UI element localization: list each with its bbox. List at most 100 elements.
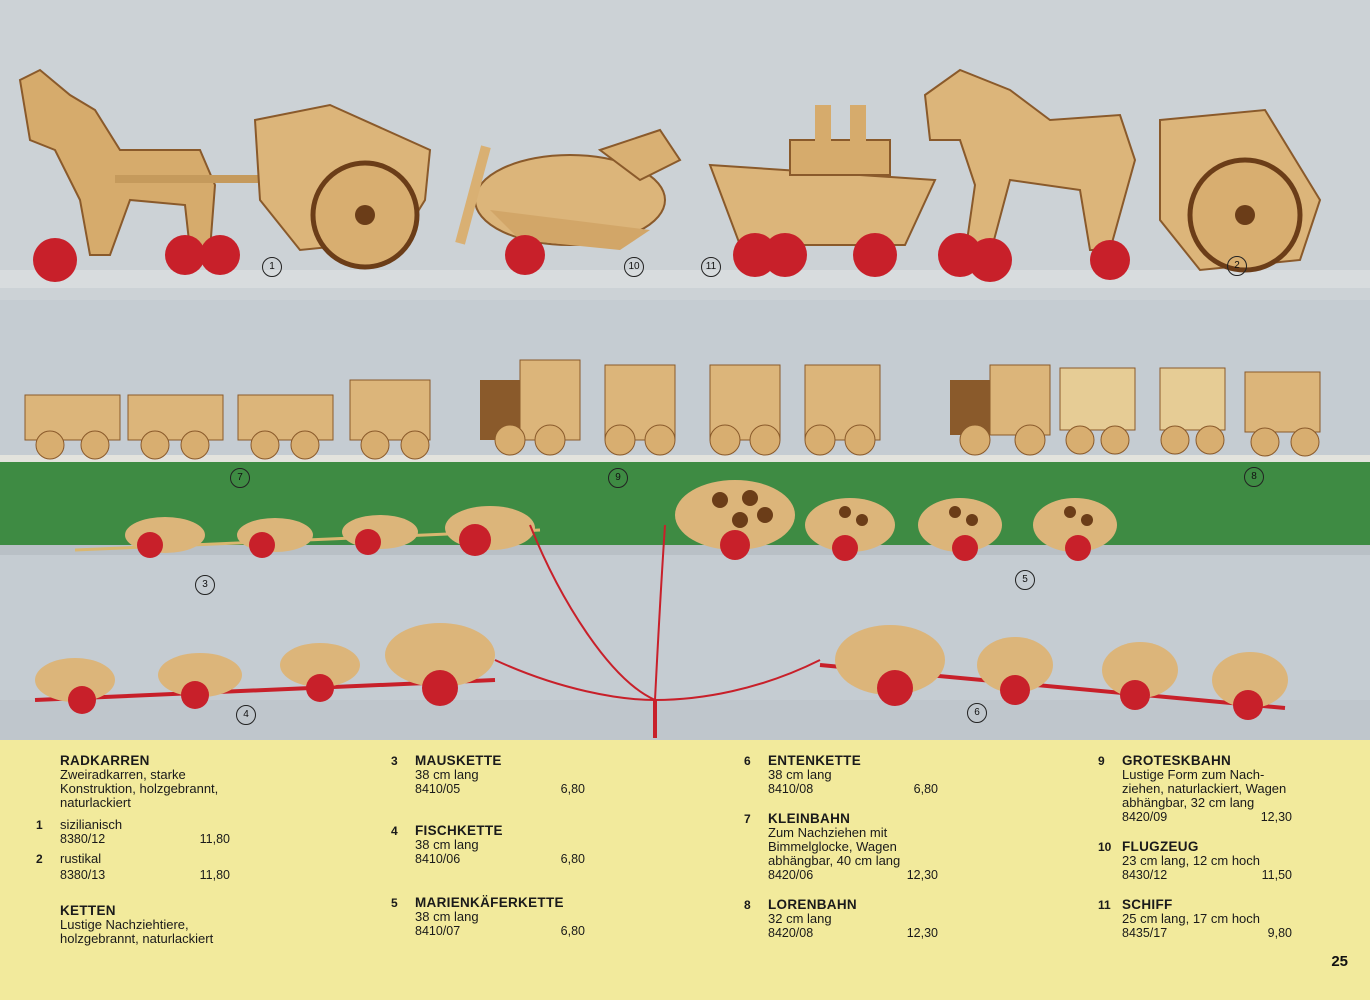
groteskbahn-train-toy bbox=[480, 359, 881, 456]
item-price: 6,80 bbox=[560, 852, 585, 866]
entry-title: GROTESKBAHN bbox=[1122, 753, 1232, 768]
entry-title: FLUGZEUG bbox=[1122, 839, 1199, 854]
price-line: 8410/07 6,80 bbox=[415, 924, 585, 938]
entry-item-5: 5 MARIENKÄFERKETTE 38 cm lang 8410/07 6,… bbox=[391, 895, 615, 939]
photo-label-4: 4 bbox=[236, 705, 256, 725]
price-line: 8420/09 12,30 bbox=[1122, 810, 1292, 824]
entry-item-9: 9 GROTESKBAHN Lustige Form zum Nach- zie… bbox=[1098, 753, 1332, 825]
entry-title: MARIENKÄFERKETTE bbox=[415, 895, 564, 910]
product-photo: 1 10 11 2 7 9 8 3 5 4 6 bbox=[0, 68, 1370, 738]
entry-item-10: 10 FLUGZEUG 23 cm lang, 12 cm hoch 8430/… bbox=[1098, 839, 1332, 883]
item-code: 8410/05 bbox=[415, 782, 461, 796]
entry-title: KETTEN bbox=[60, 903, 116, 918]
item-number: 4 bbox=[391, 824, 398, 838]
pull-string bbox=[494, 524, 821, 701]
item-code: 8420/09 bbox=[1122, 810, 1168, 824]
price-line: 8380/12 11,80 bbox=[60, 832, 230, 846]
entry-desc-line: abhängbar, 40 cm lang bbox=[768, 853, 901, 868]
item-number: 10 bbox=[1098, 840, 1112, 854]
photo-label-10: 10 bbox=[624, 257, 644, 277]
item-price: 6,80 bbox=[560, 924, 585, 938]
column-ketten: 3 MAUSKETTE 38 cm lang 8410/05 6,80 4 FI… bbox=[391, 753, 615, 946]
item-price: 12,30 bbox=[1260, 810, 1292, 824]
entry-desc-line: 32 cm lang bbox=[768, 911, 832, 926]
entry-desc-line: 38 cm lang bbox=[415, 767, 479, 782]
item-price: 9,80 bbox=[1267, 926, 1292, 940]
item-price: 6,80 bbox=[560, 782, 585, 796]
item-code: 8410/06 bbox=[415, 852, 461, 866]
entry-title: SCHIFF bbox=[1122, 897, 1173, 912]
photo-label-2: 2 bbox=[1227, 256, 1247, 276]
price-line: 8430/12 11,50 bbox=[1122, 868, 1292, 882]
entry-item-2: 2 rustikal 8380/13 11,80 bbox=[36, 851, 310, 883]
item-code: 8410/08 bbox=[768, 782, 814, 796]
entry-item-11: 11 SCHIFF 25 cm lang, 17 cm hoch 8435/17… bbox=[1098, 897, 1332, 941]
item-price: 11,80 bbox=[199, 868, 230, 882]
entry-ketten: KETTEN Lustige Nachziehtiere, holzgebran… bbox=[60, 904, 310, 946]
entry-item-7: 7 KLEINBAHN Zum Nachziehen mit Bimmelglo… bbox=[744, 811, 968, 883]
entry-desc-line: 38 cm lang bbox=[415, 837, 479, 852]
entry-desc-line: Bimmelglocke, Wagen bbox=[768, 839, 897, 854]
item-number: 2 bbox=[36, 852, 43, 866]
photo-label-9: 9 bbox=[608, 468, 628, 488]
item-price: 11,80 bbox=[199, 832, 230, 846]
duck-chain-toy bbox=[819, 625, 1288, 720]
column-bahnen: 6 ENTENKETTE 38 cm lang 8410/08 6,80 7 K… bbox=[744, 753, 968, 948]
item-number: 6 bbox=[744, 754, 751, 768]
entry-item-8: 8 LORENBAHN 32 cm lang 8420/08 12,30 bbox=[744, 897, 968, 941]
entry-desc-line: abhängbar, 32 cm lang bbox=[1122, 795, 1255, 810]
toy-illustration bbox=[0, 68, 1370, 738]
item-code: 8430/12 bbox=[1122, 868, 1168, 882]
price-line: 8410/08 6,80 bbox=[768, 782, 938, 796]
entry-title: FISCHKETTE bbox=[415, 823, 503, 838]
entry-title: LORENBAHN bbox=[768, 897, 857, 912]
item-number: 3 bbox=[391, 754, 398, 768]
airplane-toy bbox=[455, 128, 682, 275]
catalog-text-panel: RADKARREN Zweiradkarren, starke Konstruk… bbox=[0, 740, 1370, 1000]
kleinbahn-train-toy bbox=[24, 379, 431, 460]
page-number: 25 bbox=[1331, 953, 1348, 970]
entry-desc-line: Lustige Form zum Nach- bbox=[1122, 767, 1265, 782]
donkey-cart-toy bbox=[18, 68, 432, 282]
item-code: 8420/08 bbox=[768, 926, 814, 940]
item-price: 11,50 bbox=[1261, 868, 1292, 882]
entry-title: MAUSKETTE bbox=[415, 753, 502, 768]
item-price: 12,30 bbox=[906, 926, 938, 940]
ship-toy bbox=[708, 105, 937, 277]
entry-title: KLEINBAHN bbox=[768, 811, 851, 826]
entry-title: ENTENKETTE bbox=[768, 753, 862, 768]
entry-item-6: 6 ENTENKETTE 38 cm lang 8410/08 6,80 bbox=[744, 753, 968, 797]
photo-label-8: 8 bbox=[1244, 467, 1264, 487]
entry-radkarren: RADKARREN Zweiradkarren, starke Konstruk… bbox=[60, 754, 310, 810]
item-code: 8410/07 bbox=[415, 924, 461, 938]
item-code: 8380/13 bbox=[60, 868, 106, 882]
entry-desc-line: 25 cm lang, 17 cm hoch bbox=[1122, 911, 1261, 926]
photo-label-1: 1 bbox=[262, 257, 282, 277]
horse-cart-toy bbox=[923, 68, 1322, 282]
entry-title: RADKARREN bbox=[60, 753, 150, 768]
entry-item-1: 1 sizilianisch 8380/12 11,80 bbox=[36, 817, 310, 847]
photo-label-5: 5 bbox=[1015, 570, 1035, 590]
entry-item-3: 3 MAUSKETTE 38 cm lang 8410/05 6,80 bbox=[391, 753, 615, 797]
item-name: rustikal bbox=[60, 851, 102, 866]
item-name: sizilianisch bbox=[60, 817, 123, 832]
column-radkarren: RADKARREN Zweiradkarren, starke Konstruk… bbox=[36, 754, 310, 954]
price-line: 8410/05 6,80 bbox=[415, 782, 585, 796]
entry-desc-line: 38 cm lang bbox=[768, 767, 832, 782]
photo-label-11: 11 bbox=[701, 257, 721, 277]
item-number: 9 bbox=[1098, 754, 1105, 768]
photo-label-7: 7 bbox=[230, 468, 250, 488]
item-number: 5 bbox=[391, 896, 398, 910]
price-line: 8420/06 12,30 bbox=[768, 868, 938, 882]
entry-desc-line: Konstruktion, holzgebrannt, bbox=[60, 781, 219, 796]
item-number: 8 bbox=[744, 898, 751, 912]
entry-desc-line: Lustige Nachziehtiere, bbox=[60, 917, 189, 932]
entry-desc-line: naturlackiert bbox=[60, 795, 131, 810]
entry-desc-line: Zum Nachziehen mit bbox=[768, 825, 888, 840]
photo-label-3: 3 bbox=[195, 575, 215, 595]
item-price: 6,80 bbox=[913, 782, 938, 796]
photo-label-6: 6 bbox=[967, 703, 987, 723]
item-price: 12,30 bbox=[906, 868, 938, 882]
price-line: 8410/06 6,80 bbox=[415, 852, 585, 866]
price-line: 8380/13 11,80 bbox=[60, 868, 230, 882]
